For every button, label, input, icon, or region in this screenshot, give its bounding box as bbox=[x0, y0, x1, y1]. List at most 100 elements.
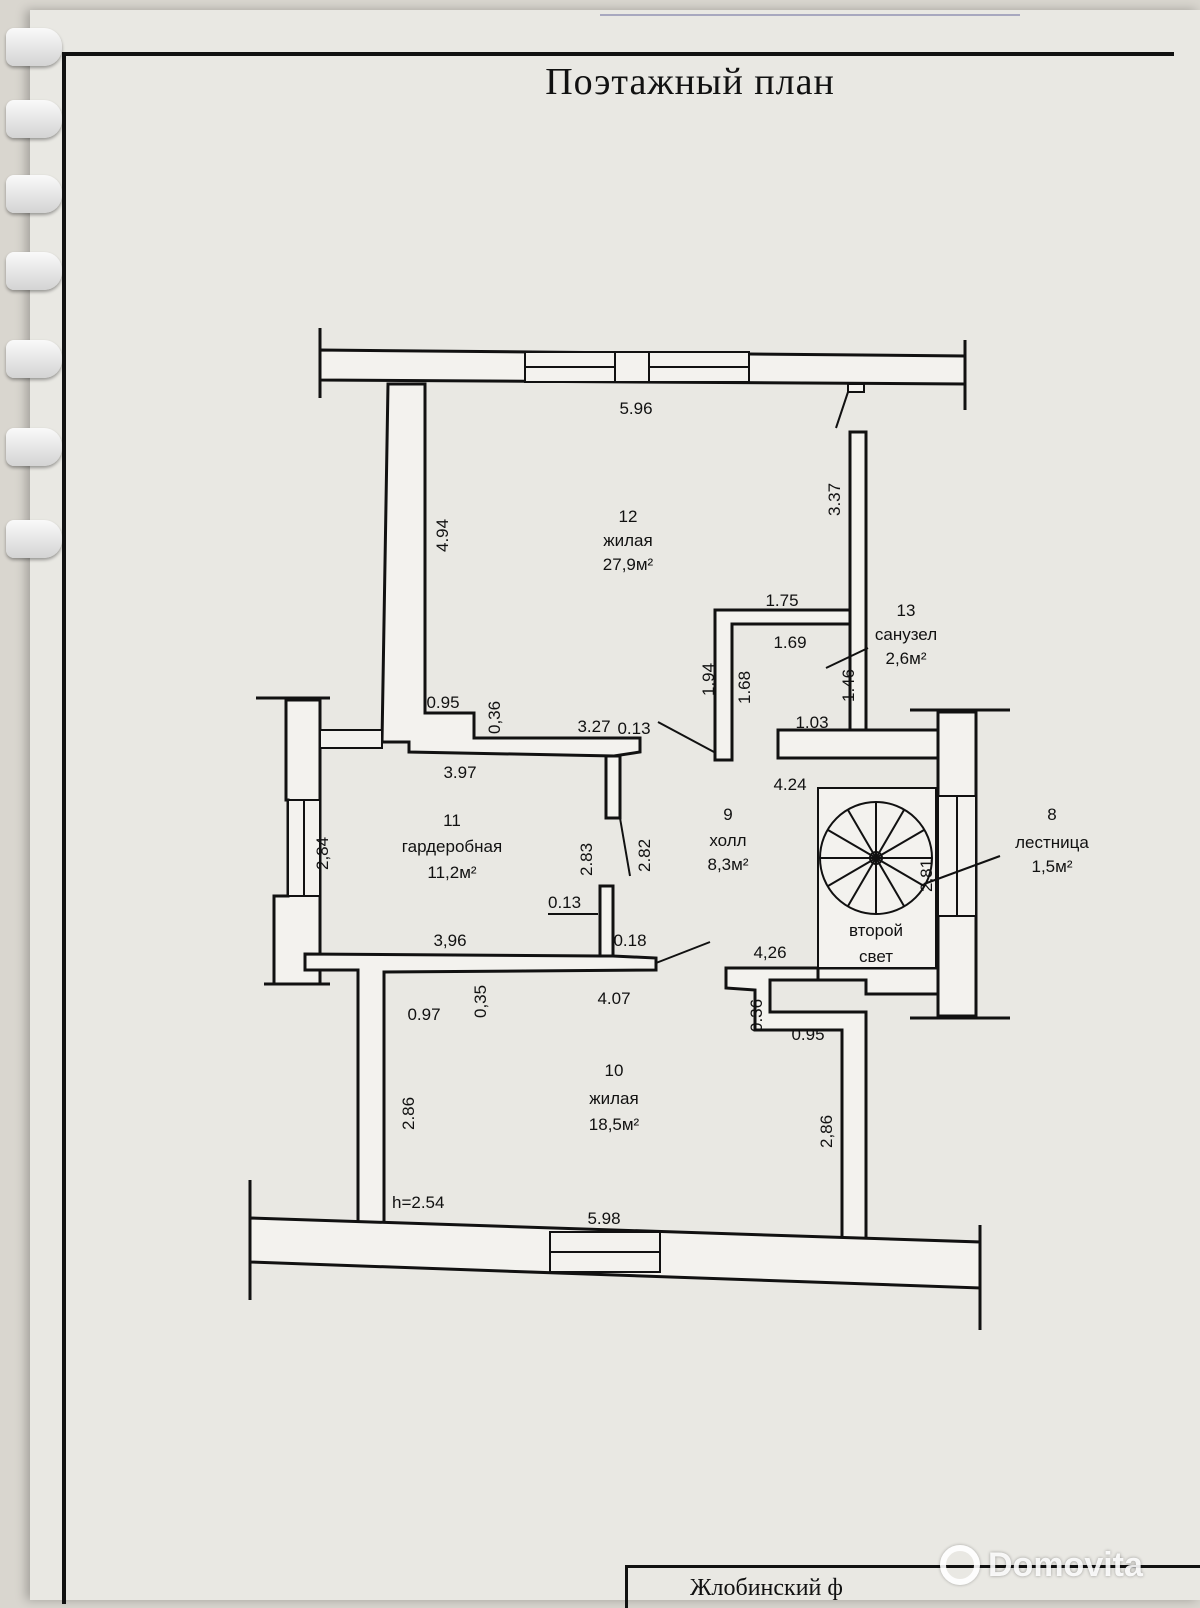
dimension-label: 4.07 bbox=[597, 989, 630, 1008]
leader-line bbox=[923, 855, 1001, 885]
dimension-label: 2,86 bbox=[817, 1115, 836, 1148]
wall-return bbox=[319, 729, 383, 749]
dimension-label: 1.69 bbox=[773, 633, 806, 652]
handwriting-scribble bbox=[600, 0, 1020, 16]
room-area: 27,9м² bbox=[603, 555, 654, 574]
room-name: лестница bbox=[1015, 833, 1089, 852]
spiral-stair bbox=[819, 801, 933, 915]
dimension-label: 0,36 bbox=[485, 701, 504, 734]
room-name: жилая bbox=[603, 531, 652, 550]
binder-ring bbox=[6, 175, 62, 213]
stair-tread bbox=[827, 829, 877, 859]
stair-tread bbox=[875, 809, 905, 859]
dimension-label: 0.18 bbox=[613, 931, 646, 950]
binder-ring bbox=[6, 100, 62, 138]
dimension-label: 1.46 bbox=[839, 669, 858, 702]
partition-wall bbox=[598, 884, 615, 962]
partition-wall bbox=[604, 754, 622, 820]
stair-tread bbox=[827, 857, 877, 887]
void-label: второй свет bbox=[849, 921, 903, 966]
room-name: холл bbox=[709, 831, 746, 850]
dimension-label: 1.68 bbox=[735, 671, 754, 704]
room-11-label: 11 гардеробная 11,2м² bbox=[402, 811, 502, 882]
title-block-text: Жлобинский ф bbox=[690, 1575, 843, 1601]
dimension-label: 2.83 bbox=[577, 843, 596, 876]
bathroom-bottom-wall bbox=[776, 728, 940, 760]
dimension-label: 2.86 bbox=[399, 1097, 418, 1130]
room-13-label: 13 санузел 2,6м² bbox=[875, 601, 937, 668]
door-swing bbox=[619, 817, 631, 877]
dimension-label: 0.97 bbox=[407, 1005, 440, 1024]
dimension-label: 5.98 bbox=[587, 1209, 620, 1228]
room-number: 10 bbox=[605, 1061, 624, 1080]
dimension-label: 0.36 bbox=[747, 999, 766, 1032]
title-block bbox=[625, 1565, 1200, 1608]
dimension-label: 3.27 bbox=[577, 717, 610, 736]
room-9-label: 9 холл 8,3м² bbox=[708, 805, 749, 874]
dimension-label: 0.95 bbox=[426, 693, 459, 712]
room-number: 12 bbox=[619, 507, 638, 526]
binder-ring bbox=[6, 252, 62, 290]
dimension-label: 2.82 bbox=[635, 839, 654, 872]
room-8-label: 8 лестница 1,5м² bbox=[1015, 805, 1089, 876]
room-number: 13 bbox=[897, 601, 916, 620]
window-mullion bbox=[614, 351, 650, 383]
door-swing bbox=[825, 647, 869, 669]
room12-left-wall bbox=[380, 382, 642, 758]
vent bbox=[847, 383, 865, 393]
dimension-label: 5.96 bbox=[619, 399, 652, 418]
dimension-label: 2,81 bbox=[917, 859, 936, 892]
dimension-label: 4.94 bbox=[433, 519, 452, 552]
room10-left-wall bbox=[303, 952, 658, 1227]
room-area: 11,2м² bbox=[427, 863, 477, 882]
page-title: Поэтажный план bbox=[545, 61, 835, 103]
room-name: гардеробная bbox=[402, 837, 502, 856]
room-name: санузел bbox=[875, 625, 937, 644]
binder-ring bbox=[6, 340, 62, 378]
binder-ring bbox=[6, 28, 62, 66]
watermark-logo-icon bbox=[940, 1545, 980, 1585]
bathroom-left-wall bbox=[713, 608, 852, 762]
room-10-label: 10 жилая 18,5м² bbox=[589, 1061, 640, 1134]
door-swing bbox=[655, 941, 711, 964]
stair-tread bbox=[847, 809, 877, 859]
void-line1: второй bbox=[849, 921, 903, 940]
stair-tread bbox=[875, 857, 905, 907]
dimension-label: 2,84 bbox=[313, 837, 332, 870]
room-12-label: 12 жилая 27,9м² bbox=[603, 507, 654, 574]
room-area: 8,3м² bbox=[708, 855, 749, 874]
door-swing bbox=[835, 391, 849, 429]
watermark-text: Domovita bbox=[988, 1545, 1143, 1584]
dimension-label: 1.94 bbox=[699, 663, 718, 696]
dimension-label: 1.03 bbox=[795, 713, 828, 732]
dimension-label: 4,26 bbox=[753, 943, 786, 962]
dimension-label: 4.24 bbox=[773, 775, 806, 794]
binder-ring bbox=[6, 428, 62, 466]
dimension-label: 3.97 bbox=[443, 763, 476, 782]
room-name: жилая bbox=[589, 1089, 638, 1108]
dimension-label: 0,35 bbox=[471, 985, 490, 1018]
room-number: 8 bbox=[1047, 805, 1056, 824]
room-area: 2,6м² bbox=[886, 649, 927, 668]
door-swing bbox=[657, 721, 715, 753]
dimension-label: 3.37 bbox=[825, 483, 844, 516]
dimension-label: 0.13 bbox=[617, 719, 650, 738]
stair-tread bbox=[875, 829, 925, 859]
room-number: 11 bbox=[443, 811, 461, 830]
dimension-label: 3,96 bbox=[433, 931, 466, 950]
stair-bottom-wall bbox=[816, 966, 940, 996]
dimension-label: 1.75 bbox=[765, 591, 798, 610]
binder-rings bbox=[0, 0, 80, 1100]
room-area: 1,5м² bbox=[1032, 857, 1073, 876]
void-line2: свет bbox=[859, 947, 893, 966]
ceiling-height-label: h=2.54 bbox=[392, 1193, 444, 1212]
stair-tread bbox=[847, 857, 877, 907]
stair-tread bbox=[875, 857, 925, 887]
room-number: 9 bbox=[723, 805, 732, 824]
dimension-label: 0.13 bbox=[548, 893, 581, 912]
watermark: Domovita bbox=[940, 1540, 1143, 1590]
dimension-label: 0.95 bbox=[791, 1025, 824, 1044]
binder-ring bbox=[6, 520, 62, 558]
room-area: 18,5м² bbox=[589, 1115, 640, 1134]
